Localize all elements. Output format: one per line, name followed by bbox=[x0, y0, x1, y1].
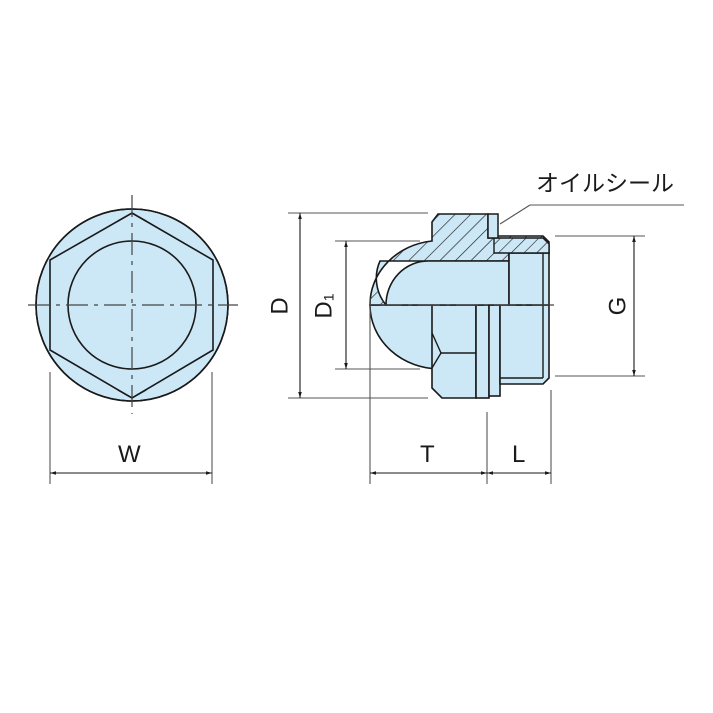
oil-seal bbox=[487, 213, 499, 239]
label-d1-sub: 1 bbox=[320, 293, 337, 302]
section-view bbox=[288, 204, 684, 484]
label-d1-main: D bbox=[310, 301, 338, 319]
label-w: W bbox=[118, 441, 141, 468]
label-d1: D1 bbox=[310, 293, 338, 319]
label-g: G bbox=[604, 296, 632, 316]
end-view bbox=[28, 195, 238, 484]
label-t: T bbox=[420, 441, 435, 468]
label-d: D bbox=[266, 297, 294, 315]
label-l: L bbox=[512, 441, 526, 468]
callout-oil-seal: オイルシール bbox=[536, 171, 674, 197]
